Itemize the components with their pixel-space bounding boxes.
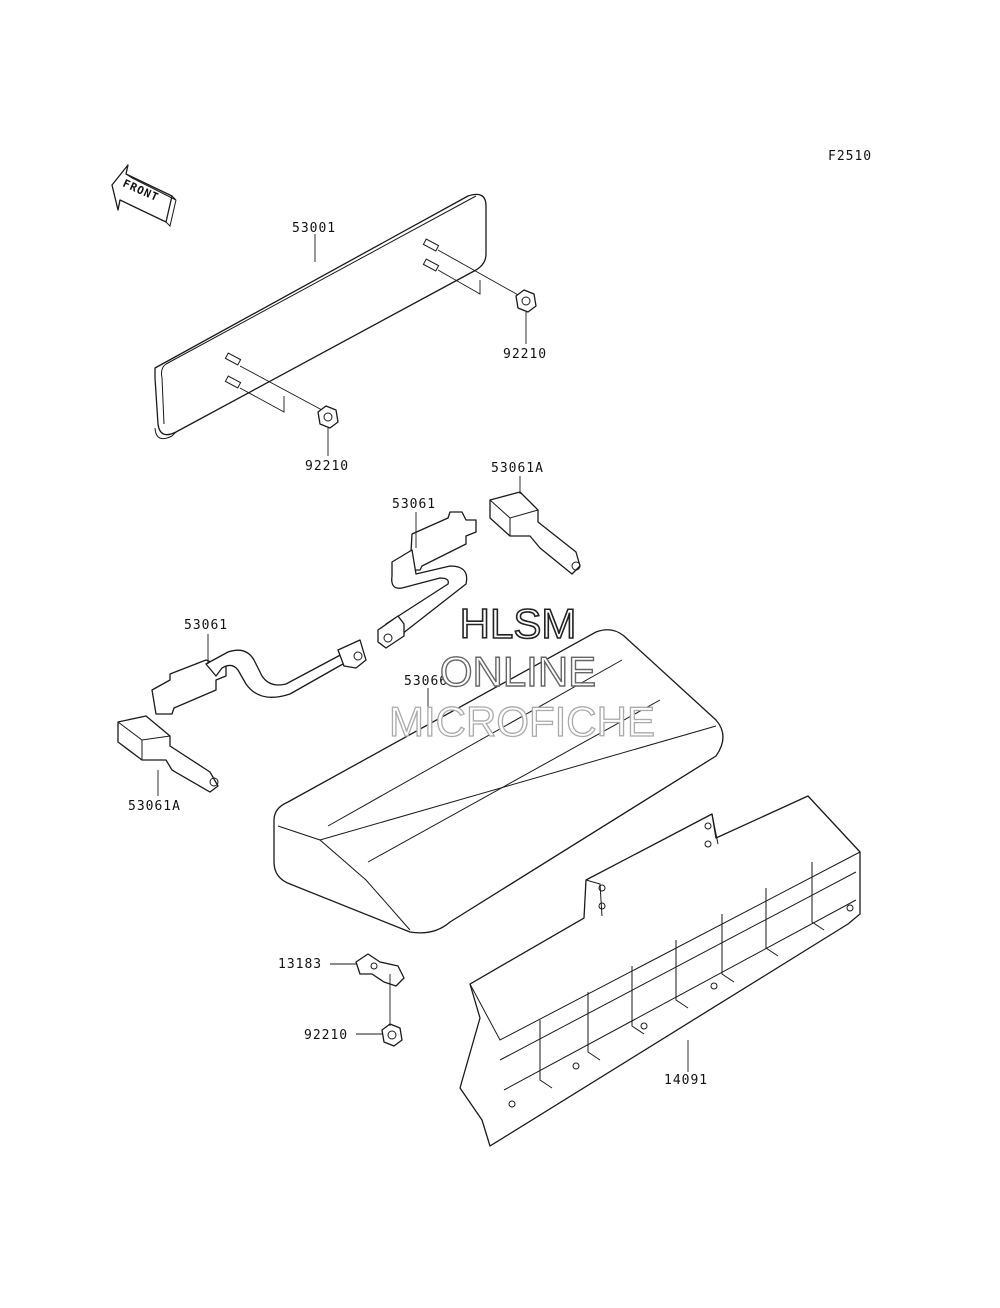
front-arrow-icon: FRONT — [111, 164, 177, 227]
clamp-13183 — [355, 953, 405, 987]
label-14091: 14091 — [664, 1073, 708, 1088]
strap-53061-lower — [151, 639, 367, 715]
reflector-53001 — [154, 193, 521, 440]
label-92210-left: 92210 — [305, 459, 349, 474]
watermark-line-3: MICROFICHE — [389, 698, 655, 745]
figure-code: F2510 — [828, 149, 872, 164]
label-92210-right: 92210 — [503, 347, 547, 362]
watermark-line-2: ONLINE — [440, 648, 596, 695]
guard-panel-14091 — [459, 795, 861, 1147]
label-53001: 53001 — [292, 221, 336, 236]
nut-92210-bottom — [381, 1023, 403, 1047]
label-53061A-lower: 53061A — [128, 799, 181, 814]
label-92210-bottom: 92210 — [304, 1028, 348, 1043]
leader-lines — [157, 234, 689, 1072]
nut-92210-left — [317, 405, 339, 429]
watermark: HLSM ONLINE MICROFICHE — [388, 599, 655, 745]
label-53061A-upper: 53061A — [491, 461, 544, 476]
watermark-line-1: HLSM — [460, 600, 577, 647]
strap-53061-upper — [377, 511, 477, 649]
bracket-53061A-upper — [489, 491, 581, 575]
seat-cushion-53066 — [273, 629, 724, 934]
label-53061-lower: 53061 — [184, 618, 228, 633]
bracket-53061A-lower — [117, 715, 219, 793]
label-13183: 13183 — [278, 957, 322, 972]
label-53066: 53066 — [404, 674, 448, 689]
label-53061-upper: 53061 — [392, 497, 436, 512]
nut-92210-right — [515, 289, 537, 313]
